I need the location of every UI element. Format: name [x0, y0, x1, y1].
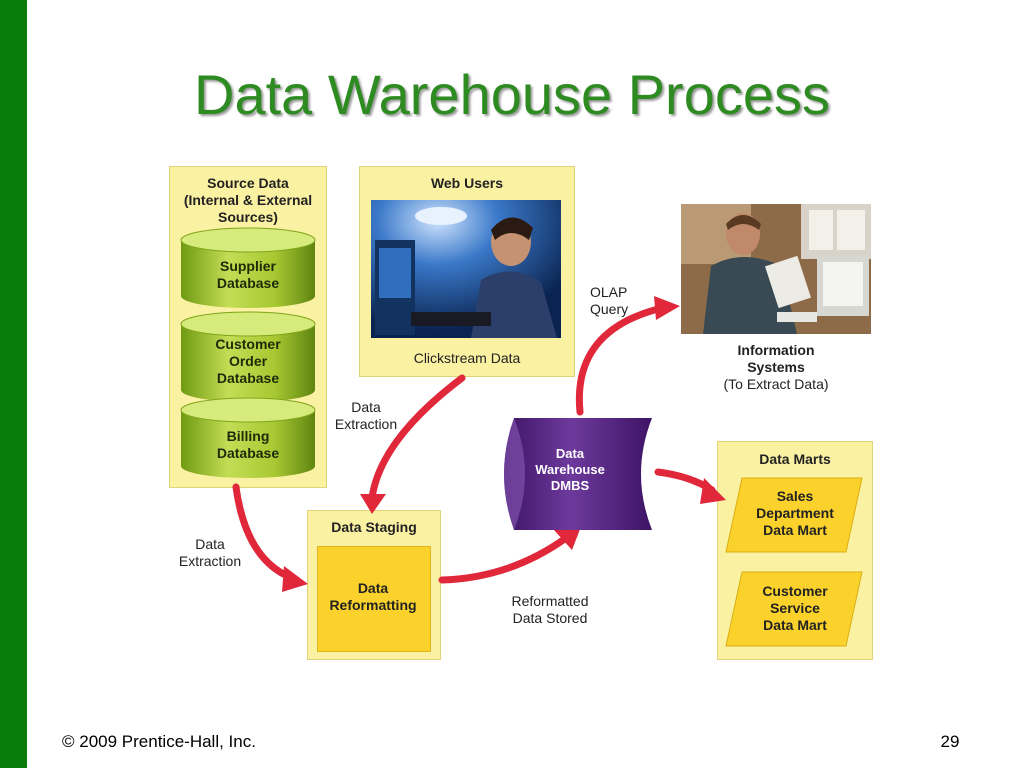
sales-data-mart-label: Sales Department Data Mart	[756, 488, 834, 538]
information-systems-label: Information Systems	[737, 342, 815, 375]
supplier-database-label: Supplier Database	[216, 258, 280, 291]
slide-side-bar	[0, 0, 27, 768]
arrowhead-warehouse-to-datamarts	[700, 478, 726, 504]
data-staging-title: Data Staging	[331, 519, 417, 535]
reformatted-data-label: Reformatted Data Stored	[511, 593, 589, 626]
information-systems-photo	[681, 204, 871, 334]
arrow-warehouse-to-infosys	[575, 304, 666, 416]
data-extraction-label-left: Data Extraction	[178, 536, 242, 569]
arrowhead-warehouse-to-infosys	[654, 296, 680, 320]
olap-query-label: OLAP Query	[590, 284, 629, 317]
customer-service-data-mart-label: Customer Service Data Mart	[762, 583, 828, 633]
arrowhead-staging-to-warehouse	[554, 524, 582, 550]
data-reformatting-label: Data Reformatting	[329, 580, 417, 613]
data-mart-shapes	[725, 477, 863, 647]
supplier-database-icon	[180, 227, 316, 308]
billing-database-label: Billing Database	[216, 428, 280, 461]
source-data-title: Source Data (Internal & External Sources…	[183, 175, 313, 225]
web-user-photo	[371, 200, 561, 338]
data-warehouse-label: Data Warehouse DMBS	[535, 446, 605, 493]
clickstream-data-label: Clickstream Data	[413, 350, 521, 366]
copyright-footer: © 2009 Prentice-Hall, Inc.	[62, 732, 256, 751]
sales-data-mart-shape	[725, 477, 863, 553]
web-users-title: Web Users	[430, 175, 504, 191]
arrowhead-source-to-staging	[282, 566, 308, 592]
data-warehouse-icon	[504, 418, 652, 530]
page-number: 29	[940, 732, 960, 751]
slide-title: Data Warehouse Process	[194, 63, 830, 126]
billing-database-icon	[180, 397, 316, 478]
data-reformatting-box	[317, 546, 431, 652]
data-extraction-label-mid: Data Extraction	[334, 399, 398, 432]
customer-order-database-label: Customer Order Database	[215, 336, 281, 386]
database-cylinders	[180, 227, 316, 478]
arrow-source-to-staging	[232, 483, 296, 582]
customer-order-database-icon	[180, 311, 316, 402]
data-marts-title: Data Marts	[759, 451, 831, 467]
arrow-staging-to-warehouse	[438, 534, 570, 584]
arrowhead-webusers-to-staging	[360, 494, 386, 514]
arrow-webusers-to-staging	[368, 374, 466, 502]
information-systems-sublabel: (To Extract Data)	[723, 376, 829, 392]
customer-service-data-mart-shape	[725, 571, 863, 647]
